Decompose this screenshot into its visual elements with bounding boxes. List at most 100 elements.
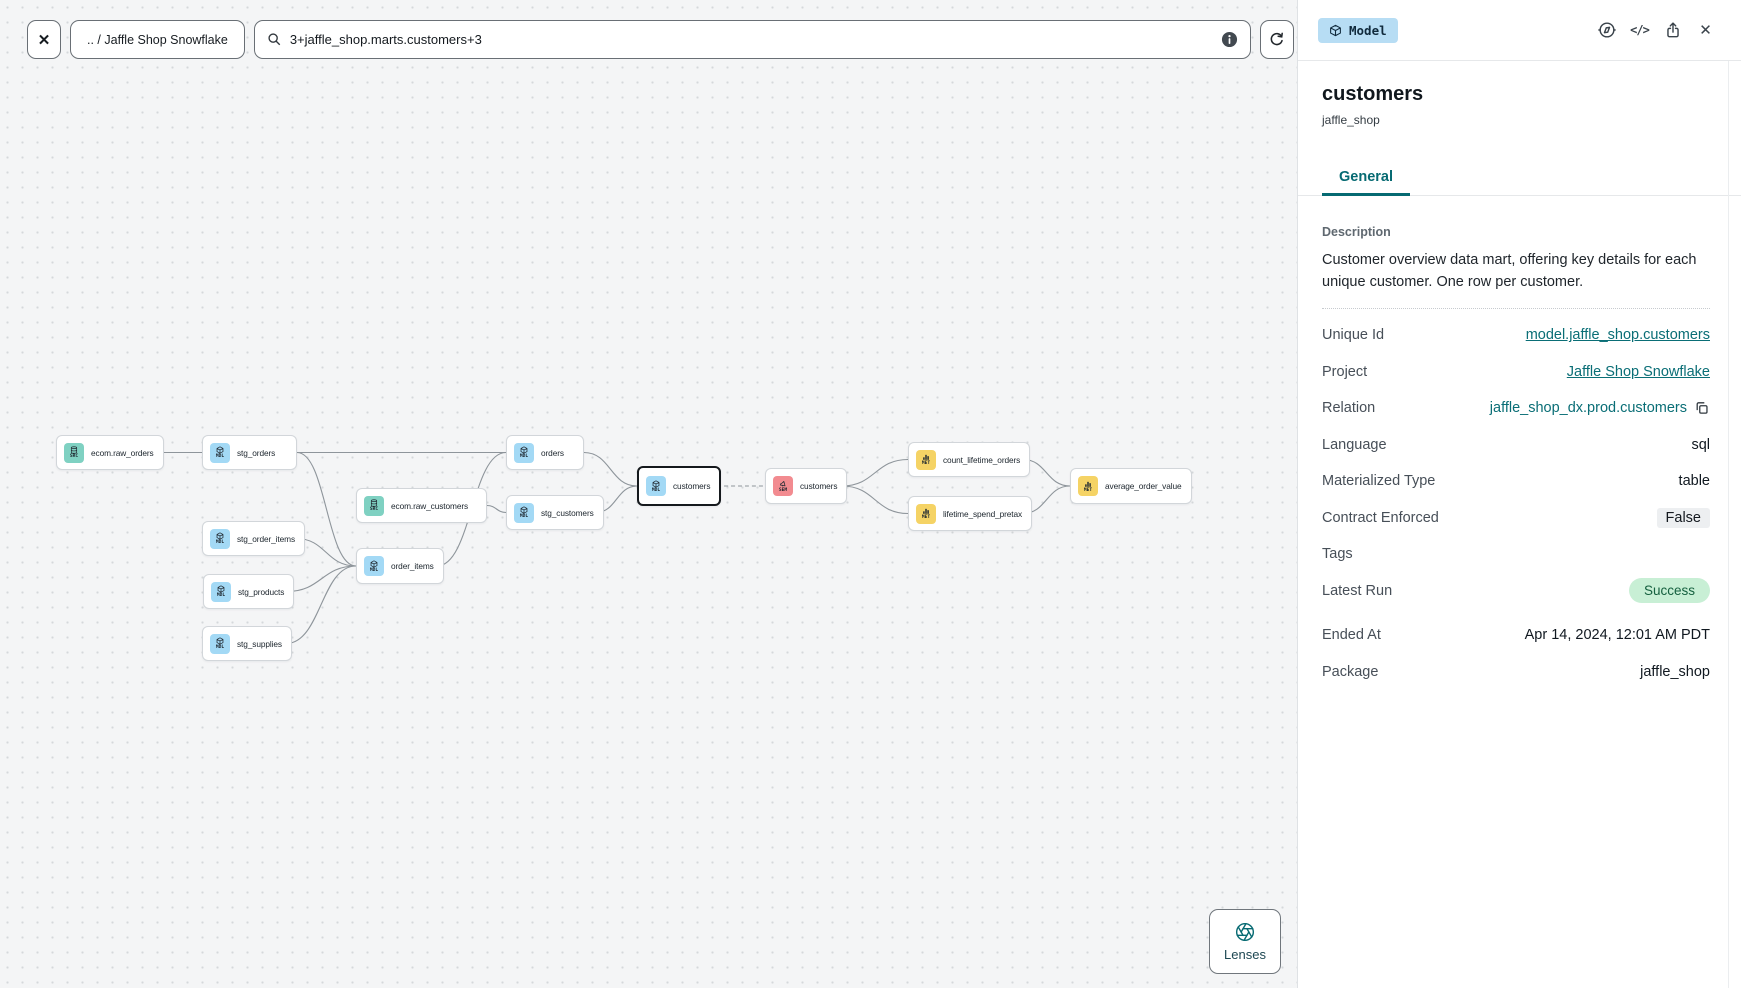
field-row: Tags — [1322, 536, 1710, 573]
close-icon: ✕ — [1699, 22, 1712, 39]
lineage-edge — [841, 458, 909, 487]
field-value: Apr 14, 2024, 12:01 AM PDT — [1524, 627, 1710, 644]
details-panel: Model </> ✕ customers jaffle_shop Genera — [1297, 0, 1741, 988]
field-row: Latest Run Success — [1322, 572, 1710, 609]
lineage-node-ecom.raw_customers[interactable]: SRC ecom.raw_customers — [356, 488, 487, 523]
field-value: sql — [1691, 436, 1710, 453]
field-label: Project — [1322, 363, 1368, 380]
dotted-divider — [1322, 307, 1710, 309]
field-label: Contract Enforced — [1322, 509, 1439, 526]
node-label: stg_supplies — [237, 638, 282, 649]
lineage-node-stg_products[interactable]: MDL stg_products — [203, 574, 295, 609]
metric-node-icon: MET — [916, 449, 936, 470]
node-label: lifetime_spend_pretax — [943, 508, 1023, 519]
model-node-icon: MDL — [211, 581, 231, 602]
refresh-button[interactable] — [1259, 20, 1294, 59]
lineage-edge — [296, 451, 357, 567]
lineage-canvas[interactable]: ✕ .. / Jaffle Shop Snowflake — [0, 0, 1297, 988]
source-node-icon: SRC — [364, 495, 384, 516]
panel-scroll-gutter — [1728, 61, 1729, 988]
model-package-subtitle: jaffle_shop — [1322, 113, 1380, 127]
field-value: jaffle_shop — [1640, 663, 1710, 680]
node-label: stg_products — [238, 586, 285, 597]
lineage-node-average_order_value[interactable]: MET average_order_value — [1070, 468, 1192, 504]
lineage-node-order_items[interactable]: MDL order_items — [356, 548, 444, 584]
resource-type-badge: Model — [1318, 17, 1398, 43]
lineage-edge — [583, 451, 638, 487]
field-value[interactable]: Jaffle Shop Snowflake — [1566, 363, 1710, 380]
field-row: Relation jaffle_shop_dx.prod.customers — [1322, 390, 1710, 427]
field-row: Materialized Type table — [1322, 463, 1710, 500]
share-button[interactable] — [1659, 17, 1686, 44]
node-label: stg_orders — [237, 447, 276, 458]
lineage-node-stg_supplies[interactable]: MDL stg_supplies — [202, 626, 292, 661]
node-label: average_order_value — [1105, 481, 1182, 491]
source-node-icon: SRC — [64, 442, 84, 463]
node-badge: MET — [1083, 487, 1093, 493]
explore-lineage-button[interactable] — [1593, 17, 1620, 44]
search-input[interactable] — [289, 32, 1213, 47]
info-icon[interactable] — [1221, 31, 1238, 48]
code-icon: </> — [1630, 23, 1650, 37]
lenses-label: Lenses — [1224, 946, 1266, 962]
lineage-node-customers_sem[interactable]: SEM customers — [765, 468, 848, 504]
model-cube-icon — [1330, 24, 1341, 36]
node-badge: MET — [921, 515, 931, 520]
lineage-node-stg_order_items[interactable]: MDL stg_order_items — [202, 521, 305, 556]
lineage-node-stg_orders[interactable]: MDL stg_orders — [202, 435, 297, 470]
close-icon: ✕ — [37, 31, 51, 49]
lineage-node-lifetime_spend_pretax[interactable]: MET lifetime_spend_pretax — [908, 496, 1033, 531]
lineage-search — [253, 20, 1251, 59]
node-label: stg_customers — [541, 507, 594, 518]
model-node-icon: MDL — [364, 556, 384, 576]
lineage-node-count_lifetime_orders[interactable]: MET count_lifetime_orders — [908, 442, 1031, 477]
node-badge: MET — [921, 461, 931, 466]
compass-icon — [1597, 22, 1616, 38]
metric-node-icon: MET — [1078, 476, 1098, 496]
share-export-icon — [1666, 22, 1679, 38]
field-list: Unique Id model.jaffle_shop.customers Pr… — [1322, 317, 1710, 690]
lenses-button[interactable]: Lenses — [1209, 909, 1281, 974]
lineage-edge — [1022, 458, 1071, 487]
close-panel-button[interactable]: ✕ — [1692, 17, 1719, 44]
copy-button[interactable] — [1694, 400, 1710, 416]
tab-general[interactable]: General — [1322, 169, 1410, 196]
panel-tabs: General — [1298, 169, 1741, 196]
lineage-node-stg_customers[interactable]: MDL stg_customers — [506, 495, 604, 530]
node-label: customers — [800, 481, 838, 491]
close-lineage-button[interactable]: ✕ — [27, 20, 61, 59]
field-value[interactable]: model.jaffle_shop.customers — [1525, 327, 1710, 344]
panel-body: customers jaffle_shop General Descriptio… — [1298, 61, 1741, 690]
model-node-icon: MDL — [210, 442, 230, 463]
node-label: customers — [673, 481, 711, 491]
lineage-node-customers[interactable]: MDL customers — [637, 466, 722, 506]
node-badge: SRC — [369, 507, 379, 512]
field-value: table — [1678, 473, 1710, 490]
field-label: Language — [1322, 436, 1387, 453]
node-label: ecom.raw_customers — [391, 500, 469, 511]
breadcrumb[interactable]: .. / Jaffle Shop Snowflake — [70, 20, 245, 59]
semantic-node-icon: SEM — [773, 476, 793, 496]
node-label: stg_order_items — [237, 533, 295, 544]
model-node-icon: MDL — [646, 476, 666, 496]
view-code-button[interactable]: </> — [1626, 17, 1653, 44]
lineage-node-ecom.raw_orders[interactable]: SRC ecom.raw_orders — [56, 435, 164, 470]
lineage-node-orders[interactable]: MDL orders — [506, 435, 584, 470]
node-label: ecom.raw_orders — [91, 447, 154, 458]
node-badge: MDL — [215, 540, 225, 545]
field-row: Project Jaffle Shop Snowflake — [1322, 353, 1710, 390]
field-value[interactable]: jaffle_shop_dx.prod.customers — [1489, 400, 1687, 417]
node-badge: MDL — [651, 487, 661, 493]
field-label: Unique Id — [1322, 327, 1385, 344]
field-label: Package — [1322, 663, 1379, 680]
description-label: Description — [1322, 225, 1391, 239]
lenses-aperture-icon — [1235, 922, 1255, 941]
lineage-edge — [486, 504, 507, 514]
node-badge: MDL — [215, 454, 225, 459]
field-label: Ended At — [1322, 627, 1381, 644]
node-badge: SRC — [69, 454, 79, 459]
model-node-icon: MDL — [210, 633, 230, 654]
search-icon — [268, 33, 281, 46]
node-badge: MDL — [216, 593, 226, 598]
field-label: Latest Run — [1322, 582, 1393, 599]
